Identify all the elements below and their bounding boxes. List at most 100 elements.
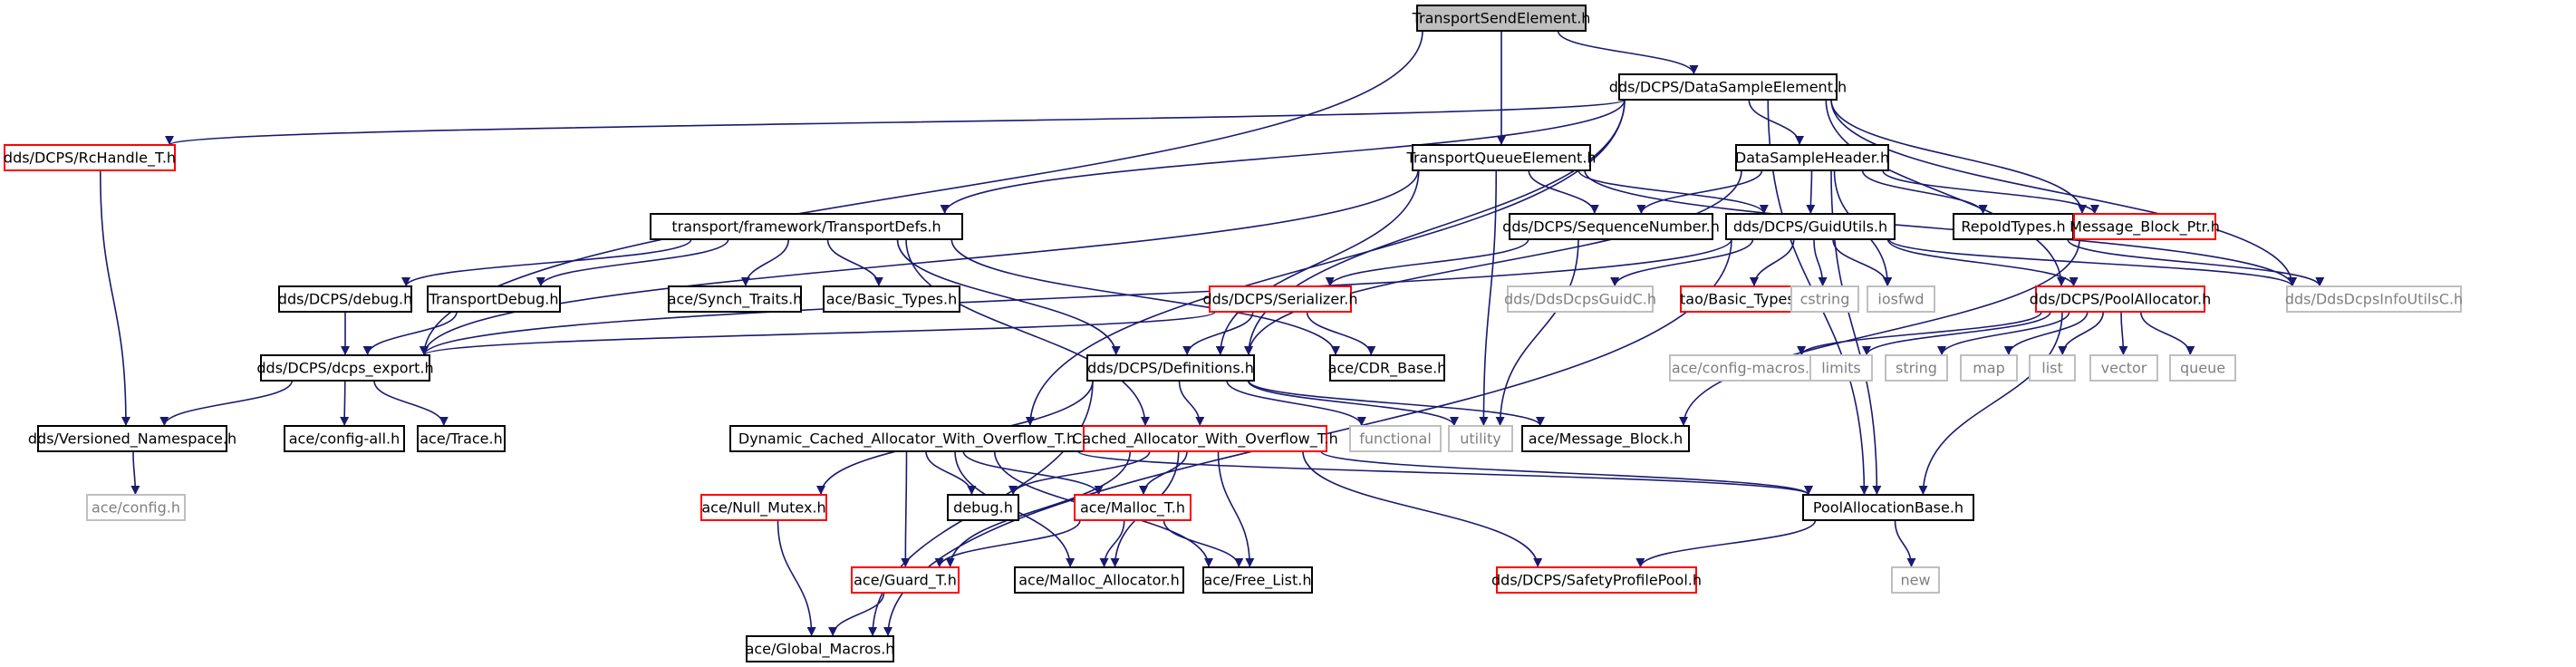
node-box	[823, 285, 960, 313]
edge-malloct-to-mallocalloc	[1099, 519, 1125, 568]
node-label: dds/DCPS/SequenceNumber.h	[1502, 218, 1720, 236]
edge-dcawo-to-malloct	[962, 450, 1104, 496]
edge-vns-to-acecfg	[130, 450, 140, 496]
node-ace-message-block-h[interactable]: ace/Message_Block.h	[1521, 425, 1690, 452]
node-box	[2089, 354, 2158, 382]
edge-tdefs-to-tdbg	[535, 238, 729, 287]
node-cstring[interactable]: cstring	[1790, 285, 1859, 313]
node-box	[427, 285, 561, 313]
node-label: dds/DCPS/SafetyProfilePool.h	[1491, 572, 1702, 589]
node-label: ace/Trace.h	[420, 430, 503, 448]
node-ace-cdr-base-h[interactable]: ace/CDR_Base.h	[1328, 354, 1447, 382]
node-label: ace/Message_Block.h	[1529, 430, 1683, 449]
node-transportdebug-h[interactable]: TransportDebug.h	[427, 285, 561, 313]
edge-tqe-to-export	[420, 169, 1419, 356]
edge-pool-to-vector	[2118, 311, 2128, 356]
node-dds-dcps-guidutils-h[interactable]: dds/DCPS/GuidUtils.h	[1725, 213, 1896, 240]
edge-pool-to-string	[1937, 311, 2070, 356]
node-dynamic-cached-allocator-with-overflow-t-h[interactable]: Dynamic_Cached_Allocator_With_Overflow_T…	[729, 425, 1085, 452]
node-ace-guard-t-h[interactable]: ace/Guard_T.h	[851, 566, 960, 594]
node-ace-global-macros-h[interactable]: ace/Global_Macros.h	[746, 635, 895, 662]
edge-ser-to-cdr	[1306, 311, 1376, 356]
node-box	[278, 285, 412, 313]
node-box	[1349, 425, 1442, 452]
edge-guid-to-cstring	[1813, 238, 1828, 287]
node-ace-malloc-allocator-h[interactable]: ace/Malloc_Allocator.h	[1014, 566, 1184, 594]
node-dds-dcps-dcps-export-h[interactable]: dds/DCPS/dcps_export.h	[256, 354, 434, 382]
edge-dcawo-to-guard	[901, 450, 911, 568]
node-box	[1507, 285, 1654, 313]
node-dds-dcps-poolallocator-h[interactable]: dds/DCPS/PoolAllocator.h	[2030, 285, 2211, 313]
edge-dsh-to-mbp	[1882, 169, 2099, 215]
node-repoidtypes-h[interactable]: RepoIdTypes.h	[1953, 213, 2074, 240]
node-box	[1416, 5, 1587, 32]
node-dds-dcps-rchandle-t-h[interactable]: dds/DCPS/RcHandle_T.h	[4, 144, 176, 171]
node-datasampleheader-h[interactable]: DataSampleHeader.h	[1735, 144, 1889, 171]
node-ace-basic-types-h[interactable]: ace/Basic_Types.h	[823, 285, 960, 313]
node-vector[interactable]: vector	[2089, 354, 2158, 382]
edge-dsh-to-guid	[1806, 169, 1816, 215]
node-label: dds/DCPS/DataSampleElement.h	[1609, 79, 1847, 96]
node-label: transport/framework/TransportDefs.h	[671, 218, 941, 236]
node-list[interactable]: list	[2029, 354, 2076, 382]
node-ace-free-list-h[interactable]: ace/Free_List.h	[1202, 566, 1313, 594]
node-ace-trace-h[interactable]: ace/Trace.h	[417, 425, 506, 452]
node-label: map	[1973, 360, 2005, 377]
node-queue[interactable]: queue	[2169, 354, 2236, 382]
node-new[interactable]: new	[1891, 566, 1940, 594]
node-dds-ddsdcpsguidc-h[interactable]: dds/DdsDcpsGuidC.h	[1504, 285, 1656, 313]
node-map[interactable]: map	[1960, 354, 2018, 382]
node-debug-h[interactable]: debug.h	[947, 494, 1019, 521]
node-limits[interactable]: limits	[1809, 354, 1873, 382]
node-dds-ddsdcpsinfoutilsc-h[interactable]: dds/DdsDcpsInfoUtilsC.h	[2285, 285, 2463, 313]
node-tao-basic-types-h[interactable]: tao/Basic_Types.h	[1680, 285, 1809, 313]
node-box	[1412, 144, 1591, 171]
edge-tdefs-to-basict	[826, 238, 883, 287]
node-dds-dcps-datasampleelement-h[interactable]: dds/DCPS/DataSampleElement.h	[1609, 73, 1847, 101]
node-poolallocationbase-h[interactable]: PoolAllocationBase.h	[1802, 494, 1974, 521]
node-box	[1809, 354, 1873, 382]
edge-tdefs-to-defs	[896, 238, 1121, 356]
node-dds-dcps-definitions-h[interactable]: dds/DCPS/Definitions.h	[1086, 354, 1255, 382]
edge-pool-to-map	[2003, 311, 2089, 356]
node-ace-config-macros-h[interactable]: ace/config-macros.h	[1669, 354, 1821, 382]
node-iosfwd[interactable]: iosfwd	[1867, 285, 1935, 313]
edge-cawo-to-pab	[1320, 450, 1813, 496]
node-cached-allocator-with-overflow-t-h[interactable]: Cached_Allocator_With_Overflow_T.h	[1072, 425, 1338, 452]
node-functional[interactable]: functional	[1349, 425, 1442, 452]
node-ace-null-mutex-h[interactable]: ace/Null_Mutex.h	[700, 494, 827, 521]
node-label: dds/DCPS/GuidUtils.h	[1733, 218, 1887, 236]
nodes: TransportSendElement.hdds/DCPS/DataSampl…	[4, 5, 2463, 662]
node-box	[851, 566, 960, 594]
node-ace-config-all-h[interactable]: ace/config-all.h	[284, 425, 405, 452]
edge-dse-to-tdefs	[940, 99, 1626, 215]
edge-defs-to-cawo	[1178, 380, 1205, 427]
node-dds-dcps-sequencenumber-h[interactable]: dds/DCPS/SequenceNumber.h	[1502, 213, 1720, 240]
node-label: RepoIdTypes.h	[1961, 218, 2065, 236]
node-dds-dcps-serializer-h[interactable]: dds/DCPS/Serializer.h	[1202, 285, 1358, 313]
node-dds-dcps-debug-h[interactable]: dds/DCPS/debug.h	[278, 285, 412, 313]
node-ace-config-h[interactable]: ace/config.h	[86, 494, 186, 521]
node-utility[interactable]: utility	[1448, 425, 1513, 452]
node-transportqueueelement-h[interactable]: TransportQueueElement.h	[1405, 144, 1597, 171]
node-message-block-ptr-h[interactable]: Message_Block_Ptr.h	[2069, 213, 2220, 240]
node-label: Cached_Allocator_With_Overflow_T.h	[1072, 430, 1338, 449]
node-ace-synch-traits-h[interactable]: ace/Synch_Traits.h	[668, 285, 803, 313]
edge-pool-to-limits	[1862, 311, 2051, 356]
node-label: dds/Versioned_Namespace.h	[28, 430, 236, 449]
node-box	[1867, 285, 1935, 313]
edge-ser-to-defs	[1182, 311, 1254, 356]
edge-tqe-to-seqnum	[1528, 169, 1599, 215]
node-label: new	[1900, 572, 1930, 589]
node-box	[700, 494, 827, 521]
node-box	[1735, 144, 1889, 171]
node-box	[1669, 354, 1821, 382]
node-box	[1209, 285, 1352, 313]
node-transport-framework-transportdefs-h[interactable]: transport/framework/TransportDefs.h	[650, 213, 963, 240]
edge-root-to-dse	[1557, 30, 1699, 75]
node-dds-dcps-safetyprofilepool-h[interactable]: dds/DCPS/SafetyProfilePool.h	[1491, 566, 1702, 594]
node-string[interactable]: string	[1885, 354, 1948, 382]
node-label: PoolAllocationBase.h	[1813, 499, 1963, 517]
node-dds-versioned-namespace-h[interactable]: dds/Versioned_Namespace.h	[28, 425, 236, 452]
node-ace-malloc-t-h[interactable]: ace/Malloc_T.h	[1074, 494, 1192, 521]
